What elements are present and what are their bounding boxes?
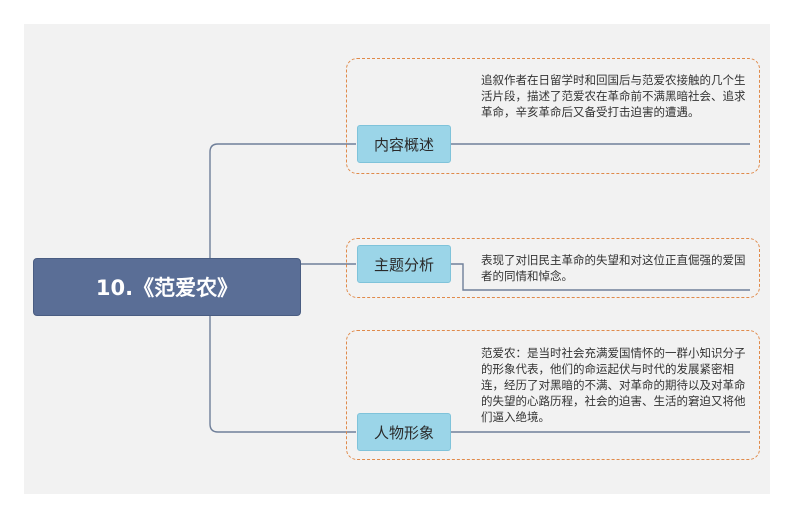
branch-node-character-image[interactable]: 人物形象 — [357, 413, 451, 451]
branch-text-2: 表现了对旧民主革命的失望和对这位正直倔强的爱国者的同情和悼念。 — [481, 253, 746, 283]
root-title: 10.《范爱农》 — [95, 276, 239, 300]
branch-box-3 — [346, 330, 760, 460]
branch-box-1 — [346, 58, 760, 174]
connector-branch-3 — [209, 423, 356, 433]
branch-text-3: 范爱农：是当时社会充满爱国情怀的一群小知识分子的形象代表，他们的命运起伏与时代的… — [481, 346, 746, 424]
branch-label-2: 主题分析 — [373, 255, 434, 274]
connector-branch-1 — [209, 143, 356, 153]
branch-label-1: 内容概述 — [373, 135, 434, 154]
underline-2 — [451, 263, 750, 291]
branch-box-2 — [346, 238, 760, 298]
branch-text-1: 追叙作者在日留学时和回国后与范爱农接触的几个生活片段，描述了范爱农在革命前不满黑… — [481, 73, 746, 119]
branch-node-theme-analysis[interactable]: 主题分析 — [357, 245, 451, 283]
branch-node-content-summary[interactable]: 内容概述 — [357, 125, 451, 163]
root-node[interactable]: 10.《范爱农》 — [33, 258, 301, 316]
branch-label-3: 人物形象 — [373, 423, 434, 442]
